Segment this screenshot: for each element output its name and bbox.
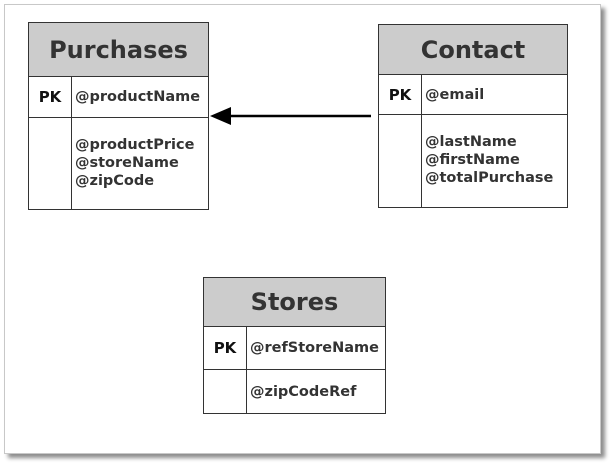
pk-field: @email: [425, 86, 485, 103]
pk-label: PK: [204, 327, 247, 369]
pk-row: PK @productName: [29, 77, 208, 118]
pk-field: @productName: [75, 89, 201, 105]
field-item: @storeName: [75, 155, 179, 171]
entity-title: Stores: [204, 278, 385, 327]
pk-field: @refStoreName: [250, 340, 379, 356]
entity-contact: Contact PK @email @lastName @firstName @…: [378, 24, 568, 208]
relationship-arrowhead: [210, 107, 231, 125]
field-list: @lastName @firstName @totalPurchase: [422, 115, 553, 207]
key-spacer: [204, 370, 247, 413]
entity-stores: Stores PK @refStoreName @zipCodeRef: [203, 277, 386, 414]
field-row: @productPrice @storeName @zipCode: [29, 118, 208, 209]
field-item: @zipCodeRef: [250, 383, 357, 400]
field-item: @zipCode: [75, 173, 155, 189]
field-item: @productPrice: [75, 137, 195, 153]
diagram-canvas: Purchases PK @productName @productPrice …: [4, 4, 601, 454]
pk-row: PK @refStoreName: [204, 327, 385, 370]
relationship-arrows: [210, 107, 371, 125]
key-spacer: [29, 118, 72, 209]
pk-label: PK: [379, 75, 422, 114]
field-item: @totalPurchase: [425, 170, 554, 186]
field-row: @zipCodeRef: [204, 370, 385, 413]
field-list: @productPrice @storeName @zipCode: [72, 118, 194, 209]
entity-title: Purchases: [29, 23, 208, 77]
field-list: @zipCodeRef: [247, 370, 356, 413]
entity-title: Contact: [379, 25, 567, 75]
field-item: @lastName: [425, 134, 517, 150]
field-row: @lastName @firstName @totalPurchase: [379, 115, 567, 207]
entity-purchases: Purchases PK @productName @productPrice …: [28, 22, 209, 210]
key-spacer: [379, 115, 422, 207]
pk-row: PK @email: [379, 75, 567, 115]
field-item: @firstName: [425, 152, 520, 168]
pk-label: PK: [29, 77, 72, 117]
